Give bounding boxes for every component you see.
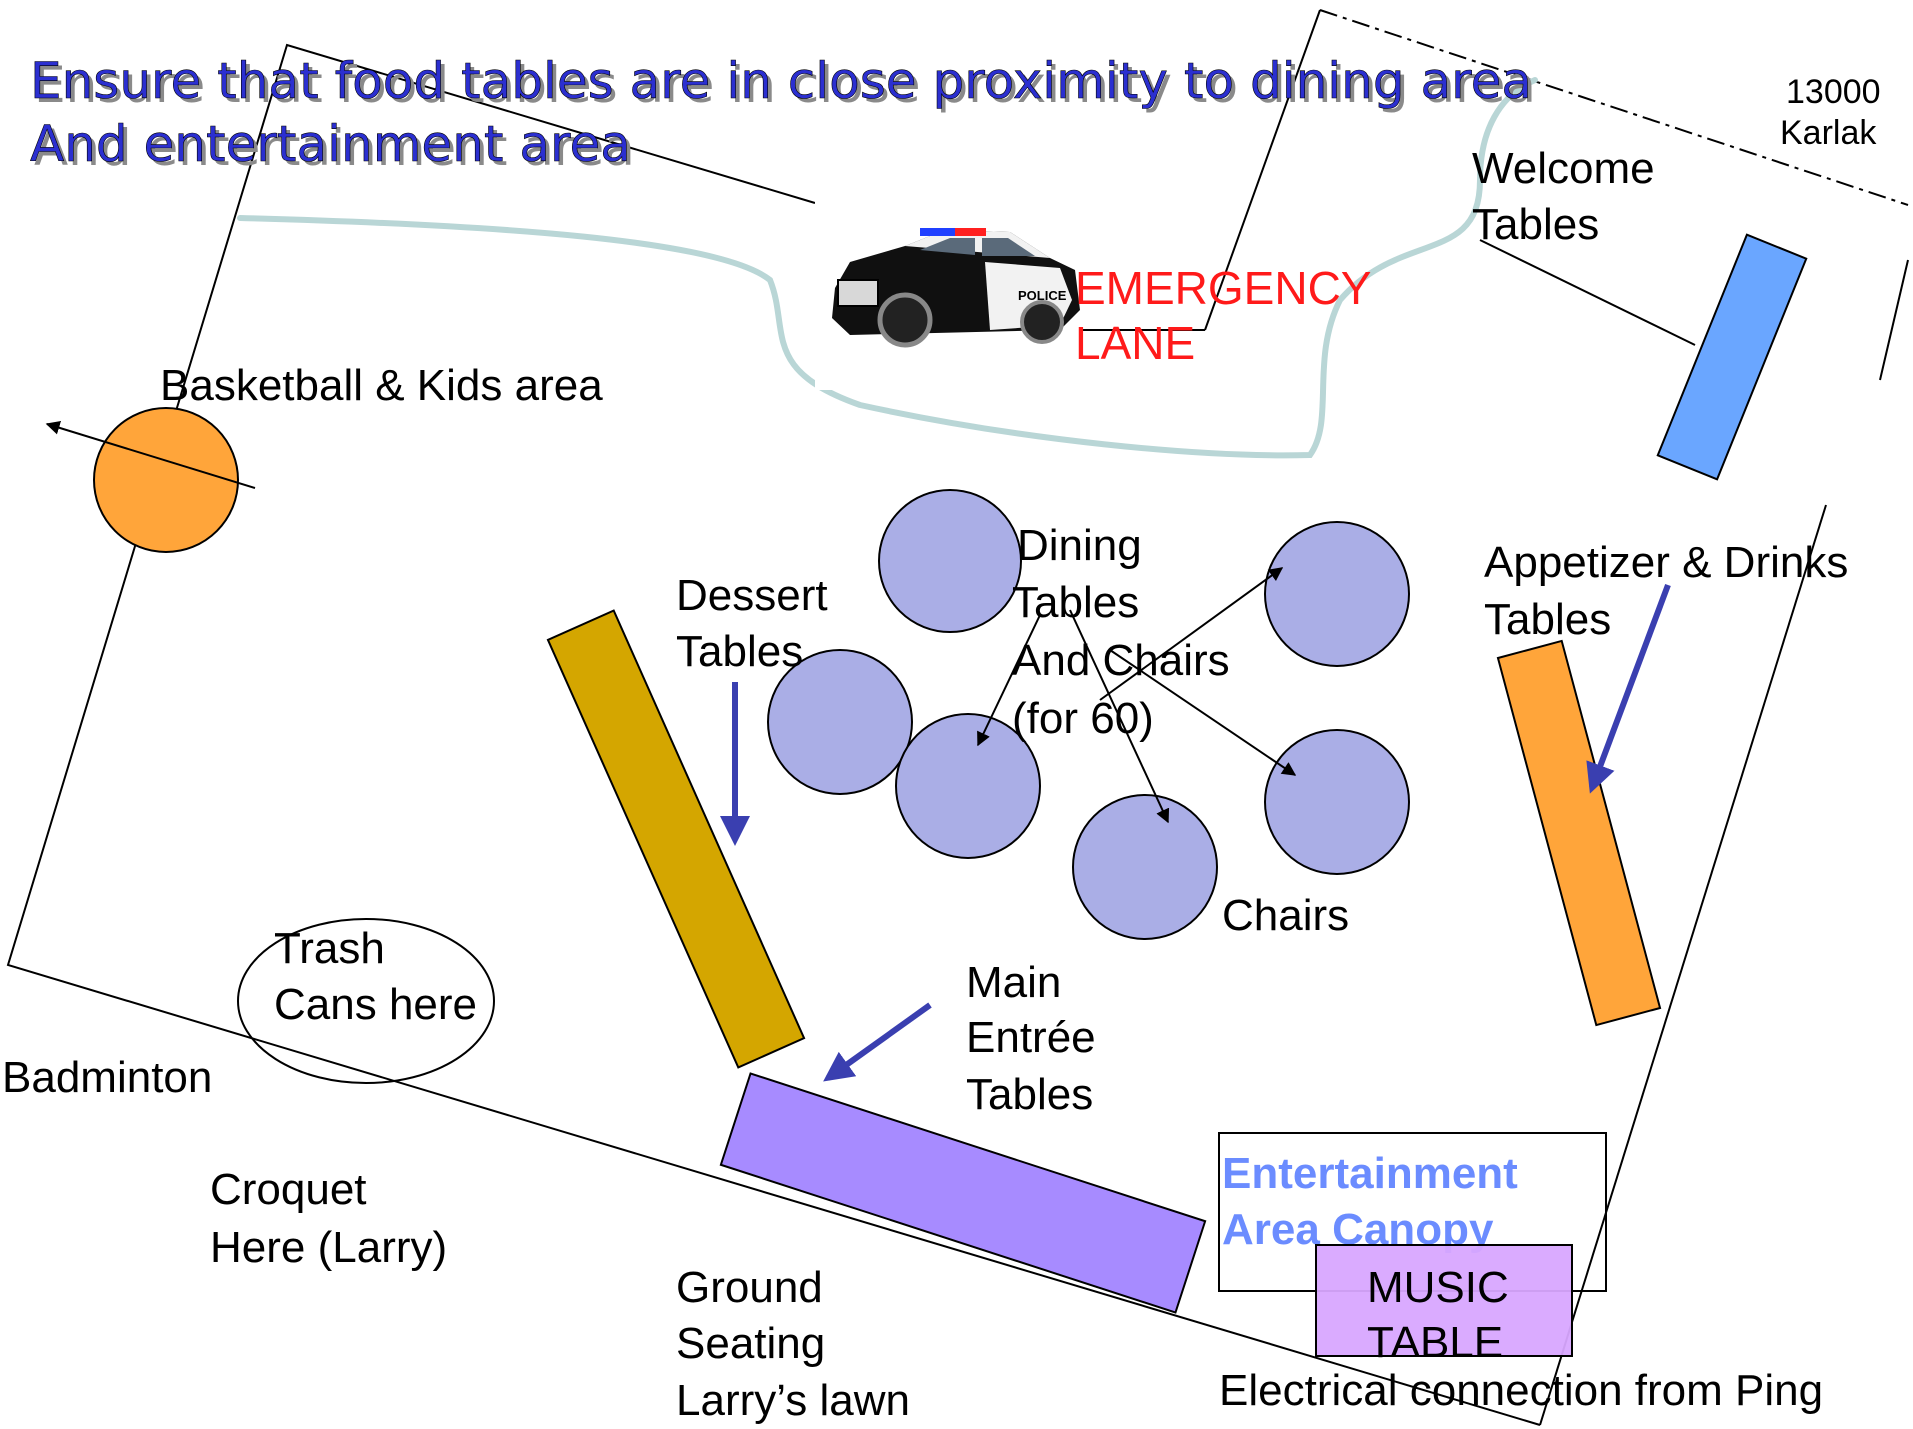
music-label-line2: TABLE xyxy=(1367,1318,1503,1367)
ground-seating-line3: Larry’s lawn xyxy=(676,1376,910,1425)
main-entree-table xyxy=(719,1072,1207,1314)
electrical-label: Electrical connection from Ping xyxy=(1219,1366,1823,1415)
emergency-label-line1: EMERGENCY xyxy=(1075,262,1371,314)
dining-table xyxy=(767,649,913,795)
trash-cans-ellipse xyxy=(237,918,495,1084)
emergency-lane-path xyxy=(237,77,1538,459)
dessert-table xyxy=(546,609,806,1069)
entertainment-label-line1: Entertainment xyxy=(1222,1149,1518,1198)
dining-table xyxy=(878,489,1022,633)
svg-text:POLICE: POLICE xyxy=(1018,288,1067,303)
trash-label-line2: Cans here xyxy=(274,980,477,1029)
dining-label-line4: (for 60) xyxy=(1012,694,1154,743)
welcome-label-line1: Welcome xyxy=(1472,144,1655,193)
address-line2: Karlak xyxy=(1780,114,1877,152)
address-line1: 13000 xyxy=(1786,73,1881,111)
dessert-label-line2: Tables xyxy=(676,627,803,676)
music-table xyxy=(1315,1244,1573,1357)
dining-tables xyxy=(767,489,1410,940)
croquet-label-line2: Here (Larry) xyxy=(210,1223,447,1272)
chairs-label: Chairs xyxy=(1222,891,1349,940)
ground-seating-line1: Ground xyxy=(676,1263,823,1312)
banner-line2: And entertainment area xyxy=(30,115,631,173)
entree-label-line3: Tables xyxy=(966,1070,1093,1119)
dining-label-line2: Tables xyxy=(1012,578,1139,627)
banner-shadow-line2: And entertainment area xyxy=(34,119,635,177)
music-label-line1: MUSIC xyxy=(1367,1263,1509,1312)
trash-label-line1: Trash xyxy=(274,924,385,973)
dining-table xyxy=(1264,521,1410,667)
dining-label-line1: Dining xyxy=(1017,521,1142,570)
banner-shadow-line1: Ensure that food tables are in close pro… xyxy=(34,56,1536,114)
ground-seating-line2: Seating xyxy=(676,1319,825,1368)
dining-table xyxy=(1264,729,1410,875)
property-line-dashed xyxy=(1319,9,1909,206)
basketball-arrow xyxy=(45,421,256,489)
dining-table xyxy=(895,713,1041,859)
dining-label-line3: And Chairs xyxy=(1012,636,1230,685)
appetizer-label-line2: Tables xyxy=(1484,595,1611,644)
entree-label-line2: Entrée xyxy=(966,1013,1096,1062)
welcome-leader-line xyxy=(1479,239,1696,346)
emergency-label-line2: LANE xyxy=(1075,317,1195,369)
dining-pointer-arrows xyxy=(977,567,1297,824)
welcome-table xyxy=(1656,233,1808,481)
dessert-label-line1: Dessert xyxy=(676,571,828,620)
croquet-label-line1: Croquet xyxy=(210,1165,367,1214)
basketball-area-circle xyxy=(93,407,239,553)
entree-arrow xyxy=(823,1002,932,1082)
welcome-label-line2: Tables xyxy=(1472,200,1599,249)
badminton-label: Badminton xyxy=(2,1053,212,1102)
appetizer-arrow xyxy=(1586,583,1671,794)
appetizer-drinks-table xyxy=(1496,639,1662,1027)
dining-table xyxy=(1072,794,1218,940)
entree-label-line1: Main xyxy=(966,958,1061,1007)
banner-line1: Ensure that food tables are in close pro… xyxy=(30,52,1532,110)
appetizer-label-line1: Appetizer & Drinks xyxy=(1484,538,1848,587)
police-car-icon: POLICE xyxy=(815,190,1083,390)
basketball-label: Basketball & Kids area xyxy=(160,361,603,410)
